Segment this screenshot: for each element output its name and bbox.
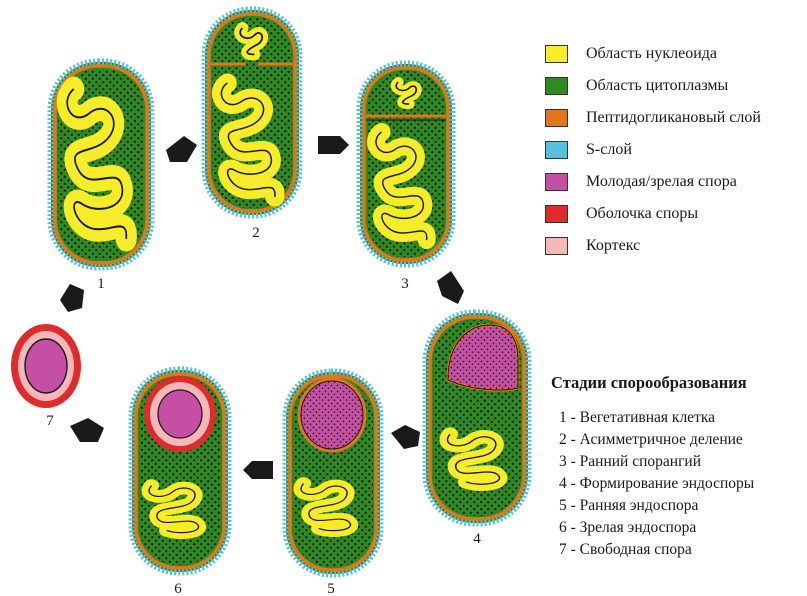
cell-1-vegetative [51,62,151,267]
spore-coat-swatch-icon [545,205,568,223]
stage-number-3: 3 [401,276,409,292]
legend-item-spore: Молодая/зрелая спора [545,166,761,198]
arrow-4-to-5 [391,425,420,449]
cell-4-endospore-formation [426,313,528,523]
stage-item-6: 6 - Зрелая эндоспора [551,517,754,539]
stage-number-6: 6 [174,581,182,596]
peptidoglycan-swatch-icon [545,109,568,127]
cell-6-mature-endospore [132,370,228,572]
legend-label: Оболочка споры [586,205,698,223]
cell-2-asymmetric-division [205,10,299,215]
legend-item-spore-coat: Оболочка споры [545,198,761,230]
arrow-5-to-6 [243,461,273,479]
stage-number-2: 2 [252,225,260,241]
legend-label: S-слой [586,141,632,159]
cytoplasm-swatch-icon [545,77,568,95]
legend-label: Область цитоплазмы [586,77,728,95]
sporulation-stages-list: Стадии спорообразования 1 - Вегетативная… [551,373,754,561]
stage-item-5: 5 - Ранняя эндоспора [551,495,754,517]
cortex-swatch-icon [545,237,568,255]
color-legend: Область нуклеоида Область цитоплазмы Пеп… [545,38,761,262]
stage-item-1: 1 - Вегетативная клетка [551,407,754,429]
stage-item-3: 3 - Ранний спорангий [551,451,754,473]
stage-number-5: 5 [327,581,335,596]
cell-5-early-endospore [286,372,380,574]
arrow-6-to-7 [70,418,104,442]
legend-item-s-layer: S-слой [545,134,761,166]
arrow-1-to-2 [166,136,197,162]
s-layer-swatch-icon [545,141,568,159]
arrow-2-to-3 [318,136,349,154]
legend-label: Кортекс [586,237,640,255]
stage-item-4: 4 - Формирование эндоспоры [551,473,754,495]
stage-number-1: 1 [97,276,105,292]
stage-number-7: 7 [46,413,54,429]
legend-item-cortex: Кортекс [545,230,761,262]
legend-label: Область нуклеоида [586,45,717,63]
stage-item-2: 2 - Асимметричное деление [551,429,754,451]
stages-title: Стадии спорообразования [551,373,754,393]
nucleoid-swatch-icon [545,45,568,63]
legend-label: Пептидогликановый слой [586,109,761,127]
arrow-3-to-4 [437,271,464,304]
free-spore-7 [11,324,81,408]
legend-item-cytoplasm: Область цитоплазмы [545,70,761,102]
arrow-7-to-1 [60,284,84,312]
stage-number-4: 4 [473,531,481,547]
legend-label: Молодая/зрелая спора [586,173,737,191]
spore-swatch-icon [545,173,568,191]
cell-3-early-sporangium [360,64,452,264]
legend-item-peptidoglycan: Пептидогликановый слой [545,102,761,134]
legend-item-nucleoid: Область нуклеоида [545,38,761,70]
stage-item-7: 7 - Свободная спора [551,539,754,561]
